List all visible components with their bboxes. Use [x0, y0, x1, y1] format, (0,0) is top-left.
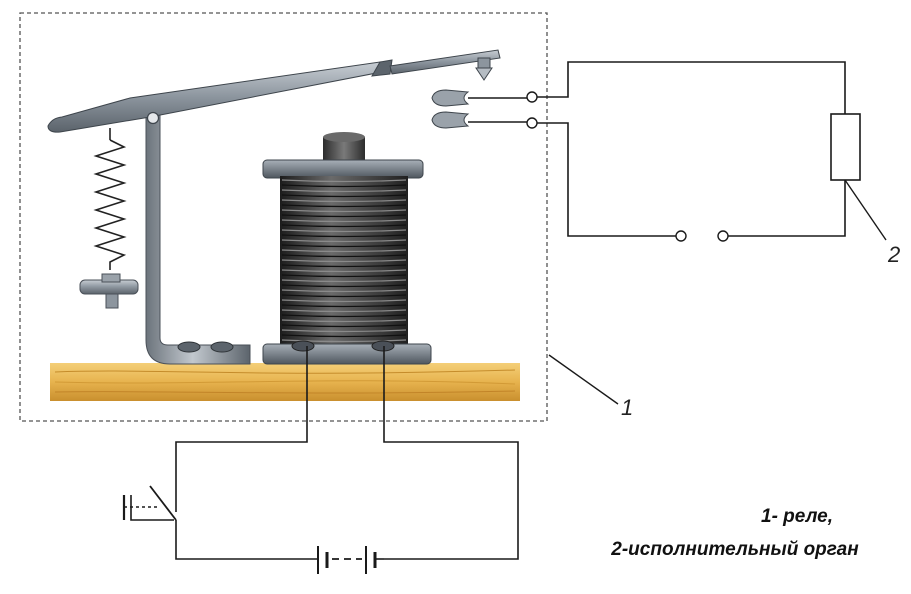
spring-icon: [93, 128, 127, 270]
callout-leader-relay: [548, 354, 619, 405]
coil-windings: [281, 179, 407, 343]
spring-anchor-bracket: [79, 273, 139, 309]
battery-icon: [317, 546, 384, 574]
resistor-icon: [830, 113, 861, 181]
wooden-base: [50, 363, 520, 401]
armature-support: [145, 109, 251, 365]
fixed-contacts: [431, 89, 538, 129]
legend-line-2: 2-исполнительный орган: [610, 539, 859, 560]
control-circuit: [175, 346, 519, 560]
callout-actuator-number: 2: [887, 242, 900, 267]
callout-leader-actuator: [844, 179, 887, 241]
switch-icon: [122, 485, 177, 521]
legend-line-1: 1- реле,: [761, 506, 833, 527]
moving-contact: [475, 57, 493, 81]
electromagnet-coil: [262, 132, 432, 365]
load-circuit: [537, 61, 846, 242]
relay-boundary: [19, 12, 548, 422]
callout-relay-number: 1: [621, 395, 633, 420]
armature-lever: [47, 49, 501, 133]
